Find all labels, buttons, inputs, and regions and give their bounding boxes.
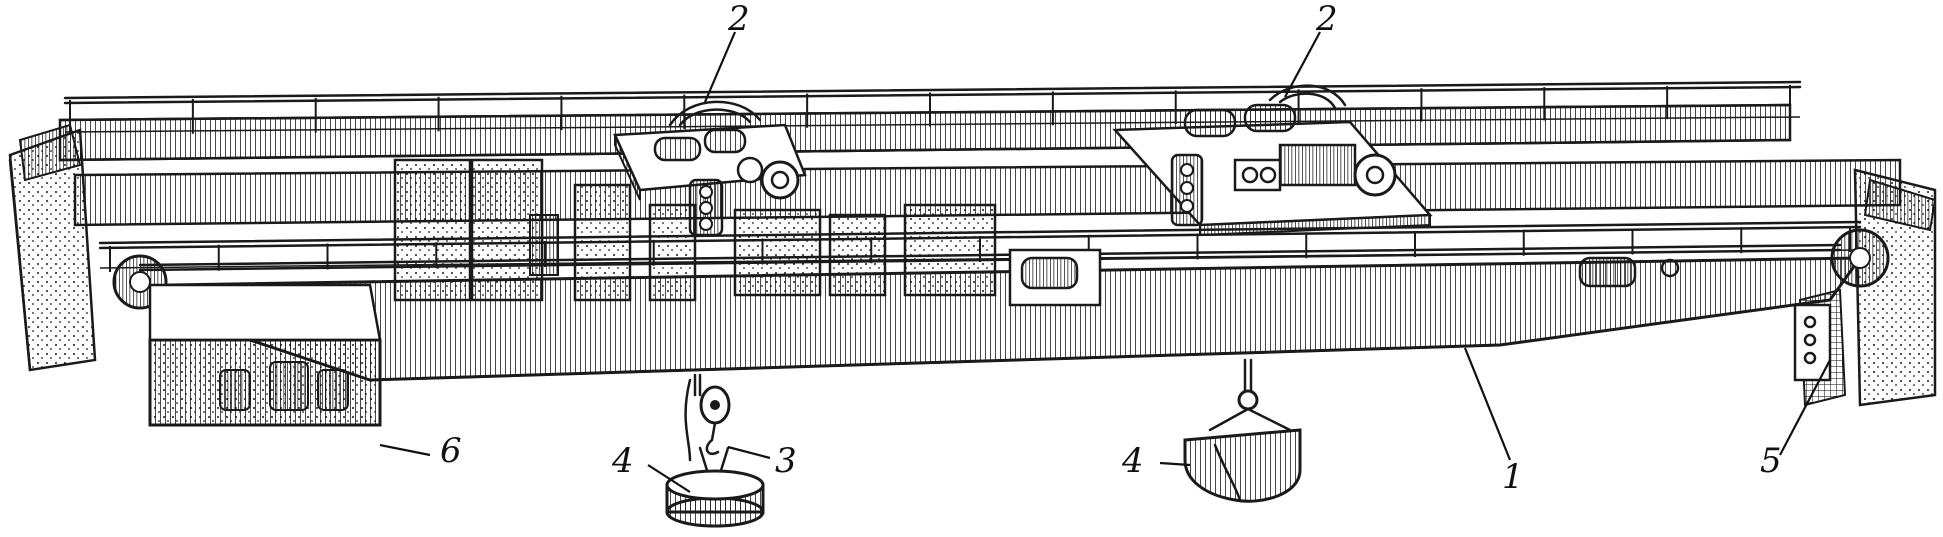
trolley-left (613, 100, 807, 237)
left-end-carriage (8, 123, 97, 372)
callout-trolley-left: 2 (727, 0, 750, 39)
hook-with-magnet (684, 373, 731, 482)
callout-grab-bucket: 4 (1121, 441, 1144, 481)
rear-handrail (63, 80, 1802, 133)
callout-operator-cab: 6 (440, 431, 462, 471)
leader-lines (379, 31, 1831, 493)
power-supply-collector (1793, 303, 1832, 382)
operator-cab (148, 283, 382, 427)
grab-bucket (1183, 358, 1302, 503)
callout-power-supply: 5 (1760, 441, 1782, 481)
callout-trolley-right: 2 (1315, 0, 1338, 39)
rear-girder (58, 103, 1792, 162)
callout-hook: 3 (775, 441, 797, 481)
bridge-drive (112, 228, 1890, 310)
lifting-magnet (665, 469, 765, 528)
callout-labels: 2 2 1 3 4 4 5 6 (440, 0, 1782, 497)
callout-magnet-load: 4 (611, 441, 634, 481)
callout-girder: 1 (1502, 457, 1524, 497)
trolley-right (1112, 84, 1433, 237)
